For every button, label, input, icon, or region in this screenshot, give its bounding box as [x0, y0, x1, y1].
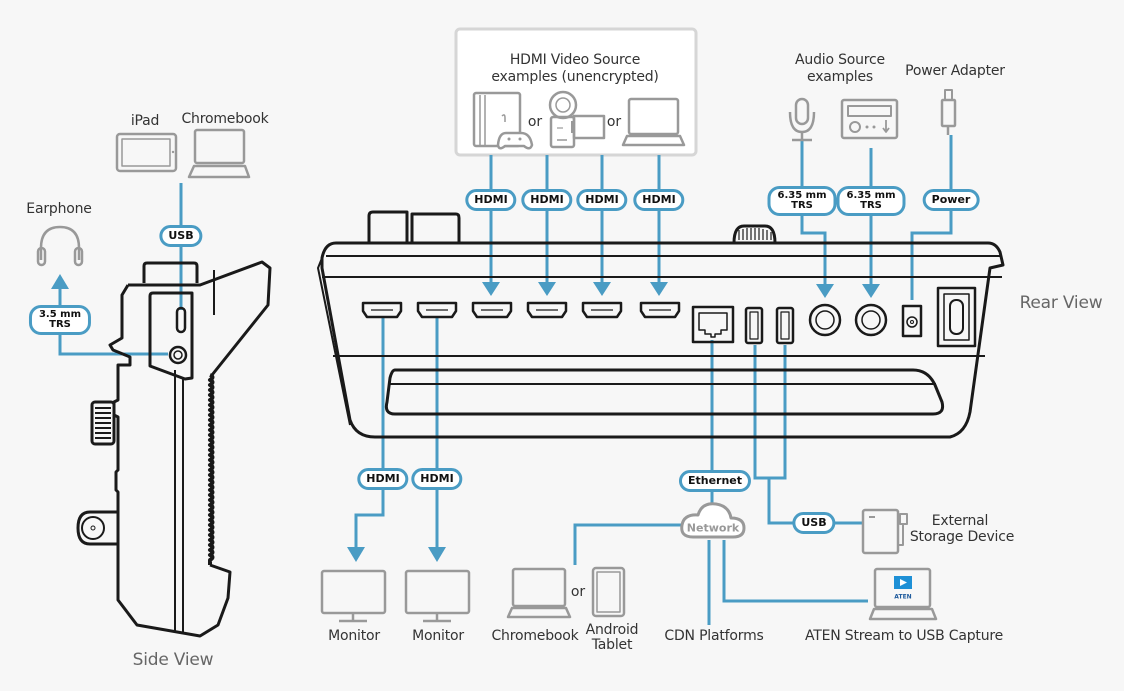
gray-icons: [36, 89, 957, 623]
or-label-2: or: [606, 114, 622, 130]
aten-laptop-icon: [868, 567, 938, 621]
camcorder-icon: [548, 90, 606, 149]
hdmi-in-pill-1: HDMI: [465, 189, 517, 211]
android-tablet-icon: [591, 566, 626, 618]
ipad-label: iPad: [130, 113, 160, 129]
external-storage-icon: [861, 508, 908, 555]
network-label: Network: [686, 521, 740, 535]
hdmi-out-pill-1: HDMI: [357, 468, 409, 490]
hdmi-in-pill-2: HDMI: [521, 189, 573, 211]
chromebook-icon-side: [187, 128, 251, 179]
game-console-icon: [472, 91, 534, 150]
trs-635-b-line-1: 6.35 mm: [846, 190, 896, 201]
hdmi-in-pill-4: HDMI: [633, 189, 685, 211]
ipad-icon: [115, 132, 178, 173]
rear-view-device: [317, 210, 1005, 439]
arrowheads: [51, 274, 880, 562]
trs-35-line-1: 3.5 mm: [38, 309, 82, 320]
aten-capture-label: ATEN Stream to USB Capture: [804, 628, 1004, 644]
microphone-icon: [788, 97, 816, 142]
audio-receiver-icon: [840, 98, 899, 140]
storage-label-1: External: [931, 513, 989, 529]
trs-35-line-2: TRS: [49, 319, 71, 330]
usb-storage-pill: USB: [792, 512, 836, 534]
trs-635-a-line-1: 6.35 mm: [777, 190, 827, 201]
earphone-icon: [36, 225, 84, 267]
chromebook-icon-bottom: [506, 567, 572, 619]
audio-source-title-2: examples: [807, 69, 873, 85]
chromebook-side-label: Chromebook: [181, 111, 269, 127]
cable-hdmi-out-1: [354, 318, 385, 550]
side-view-device: [76, 260, 272, 638]
laptop-source-icon: [621, 97, 686, 147]
chromebook-bottom-label: Chromebook: [491, 628, 579, 644]
monitor-icon-1: [320, 569, 387, 623]
audio-source-title-1: Audio Source: [795, 52, 885, 68]
monitor-icon-2: [404, 569, 471, 623]
arrow-earphone: [51, 274, 69, 289]
side-view-label: Side View: [132, 650, 214, 670]
power-adapter-title: Power Adapter: [905, 63, 1005, 79]
power-pill: Power: [922, 189, 980, 211]
hdmi-in-pill-3: HDMI: [576, 189, 628, 211]
arrow-monitor-2: [428, 547, 446, 562]
or-label-3: or: [570, 584, 586, 600]
monitor-2-label: Monitor: [412, 628, 464, 644]
earphone-label: Earphone: [26, 201, 92, 217]
monitor-1-label: Monitor: [328, 628, 380, 644]
android-label-1: Android: [585, 622, 639, 638]
cable-network-aten: [722, 540, 868, 603]
trs-635-a-line-2: TRS: [791, 200, 813, 211]
arrow-monitor-1: [347, 547, 365, 562]
usb-side-pill: USB: [159, 225, 203, 247]
hdmi-out-pill-2: HDMI: [411, 468, 463, 490]
ethernet-pill: Ethernet: [678, 470, 752, 492]
storage-label-2: Storage Device: [909, 529, 1015, 545]
rear-view-label: Rear View: [1019, 293, 1103, 313]
cable-network-chromebook: [573, 523, 686, 565]
android-label-2: Tablet: [591, 637, 633, 653]
power-plug-icon: [940, 89, 957, 135]
cables: [58, 135, 953, 625]
hdmi-source-title-1: HDMI Video Source: [509, 52, 641, 68]
trs-635-b-line-2: TRS: [860, 200, 882, 211]
hdmi-source-title-2: examples (unencrypted): [491, 69, 659, 85]
or-label-1: or: [527, 114, 543, 130]
aten-logo-text: ATEN: [894, 593, 912, 601]
hdmi-source-box: [454, 27, 698, 157]
cable-power: [910, 135, 953, 300]
cdn-platforms-label: CDN Platforms: [664, 628, 764, 644]
network-cloud-icon: [680, 502, 746, 539]
cable-usb-a: [753, 345, 787, 480]
